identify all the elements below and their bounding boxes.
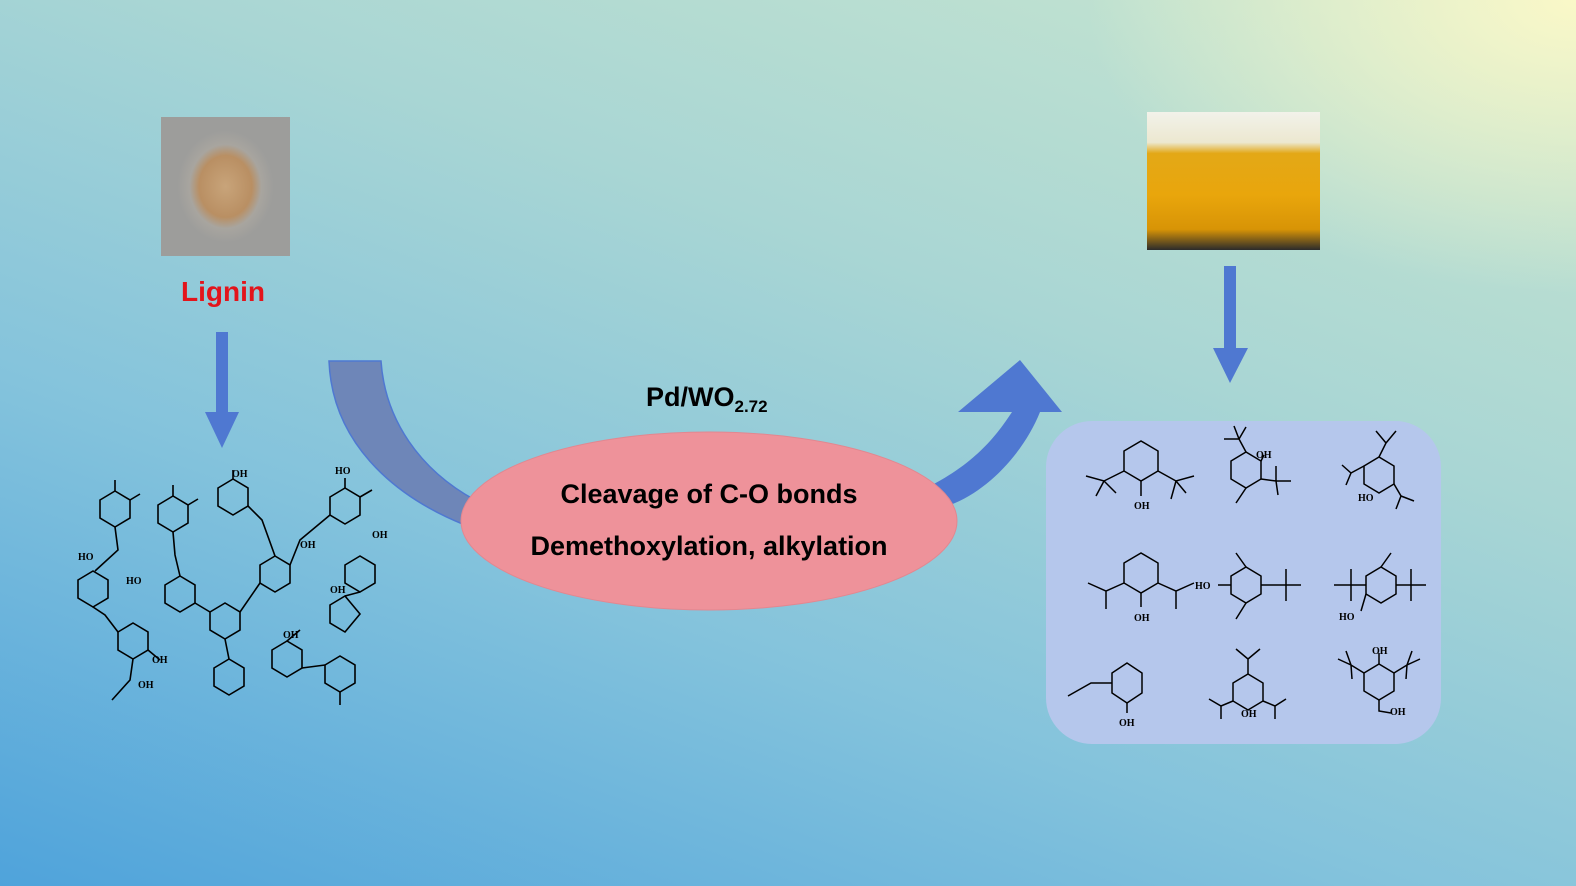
down-arrow-product — [1213, 266, 1248, 383]
catalyst-formula: Pd/WO — [646, 382, 735, 412]
product-6-ring — [1365, 566, 1397, 604]
product-label-8: OH — [1241, 709, 1257, 720]
svg-text:OH: OH — [283, 630, 299, 641]
product-label-4: OH — [1134, 613, 1150, 624]
down-arrow-lignin — [205, 332, 239, 448]
lignin-label: Lignin — [181, 276, 265, 307]
svg-text:HO: HO — [78, 552, 94, 563]
product-9-ring — [1363, 663, 1395, 701]
lignin-labels: OH HO HO HO OH OH OH OH OH OH — [78, 466, 388, 691]
product-label-5: HO — [1195, 581, 1211, 592]
curved-band-in — [328, 360, 476, 526]
svg-text:HO: HO — [335, 466, 351, 477]
product-7-ring — [1111, 662, 1143, 704]
product-oil-photo — [1147, 112, 1320, 250]
svg-text:OH: OH — [138, 680, 154, 691]
reaction-step-2: Demethoxylation, alkylation — [530, 531, 888, 561]
catalyst-label: Pd/WO2.72 — [646, 382, 768, 417]
product-label-2: OH — [1256, 450, 1272, 461]
svg-text:OH: OH — [152, 655, 168, 666]
lignin-powder-photo — [161, 117, 290, 256]
product-structures: OH OH HO OH HO HO OH OH OH OH — [1067, 425, 1426, 729]
reaction-ellipse — [460, 431, 958, 611]
product-label-3: HO — [1358, 493, 1374, 504]
svg-text:OH: OH — [300, 540, 316, 551]
product-5-ring — [1230, 566, 1262, 604]
reaction-step-1: Cleavage of C-O bonds — [560, 479, 858, 509]
catalyst-subscript: 2.72 — [734, 397, 768, 416]
svg-text:OH: OH — [232, 469, 248, 480]
lignin-structure — [77, 470, 376, 705]
product-1-ring — [1123, 440, 1159, 482]
product-3-ring — [1363, 456, 1395, 494]
product-label-7: OH — [1119, 718, 1135, 729]
curved-arrow-out — [932, 360, 1062, 505]
product-label-1: OH — [1134, 501, 1150, 512]
product-8-ring — [1232, 673, 1264, 711]
product-label-10: OH — [1390, 707, 1406, 718]
product-label-6: HO — [1339, 612, 1355, 623]
product-label-9: OH — [1372, 646, 1388, 657]
svg-text:OH: OH — [372, 530, 388, 541]
svg-text:HO: HO — [126, 576, 142, 587]
product-4-ring — [1123, 552, 1159, 594]
svg-text:OH: OH — [330, 585, 346, 596]
